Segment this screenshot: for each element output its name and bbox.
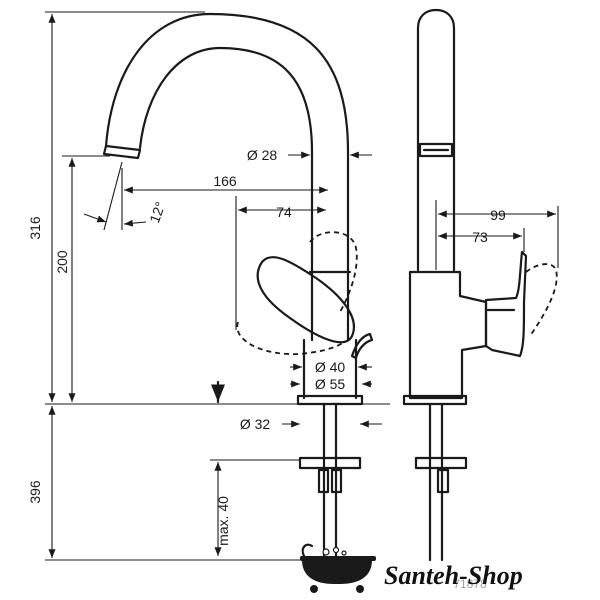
side-lever [484,250,528,358]
model-code: 71878 [453,577,487,591]
bathtub-icon [300,543,376,593]
lever-handle [256,256,355,344]
label-d32: Ø 32 [240,416,271,432]
lever-alt-up [309,231,358,313]
label-200: 200 [54,250,70,274]
side-aerator [418,142,454,158]
side-dimension-labels: 99 73 [472,207,506,245]
side-dimension-lines [435,200,559,270]
label-73: 73 [472,229,488,245]
spout-inner [138,46,314,274]
side-base-plate [402,394,468,406]
front-dimension-lines [45,11,382,561]
label-316: 316 [27,216,43,240]
label-d28: Ø 28 [247,147,278,163]
label-d40: Ø 40 [315,359,346,375]
spout-outer [104,12,350,274]
brand-text: Santeh-Shop [384,561,523,590]
side-lever-alt [525,263,558,337]
label-d55: Ø 55 [315,376,346,392]
body-sides [310,270,350,342]
side-spout [416,8,456,272]
threaded-rod-a [317,468,330,494]
label-74: 74 [276,204,292,220]
label-12deg: 12° [146,200,168,225]
base-sides [302,338,358,400]
popup-rod [350,332,374,360]
side-view [402,8,558,562]
label-99: 99 [490,207,506,223]
watermark: 71878 Santeh-Shop [300,543,523,593]
side-body [408,270,488,400]
mounting-nut [298,456,362,470]
label-166: 166 [213,173,237,189]
threaded-rod-b [330,468,343,494]
aerator [102,144,142,160]
side-threaded-rod [436,468,450,494]
front-view [45,12,390,562]
side-nut [414,456,468,470]
front-dimension-labels: 316 200 396 max. 40 12° 166 74 Ø 28 Ø 40… [27,147,345,546]
base-plate [296,394,364,406]
lever-alt-down [236,321,345,355]
label-396: 396 [27,480,43,504]
label-max40: max. 40 [215,496,231,546]
